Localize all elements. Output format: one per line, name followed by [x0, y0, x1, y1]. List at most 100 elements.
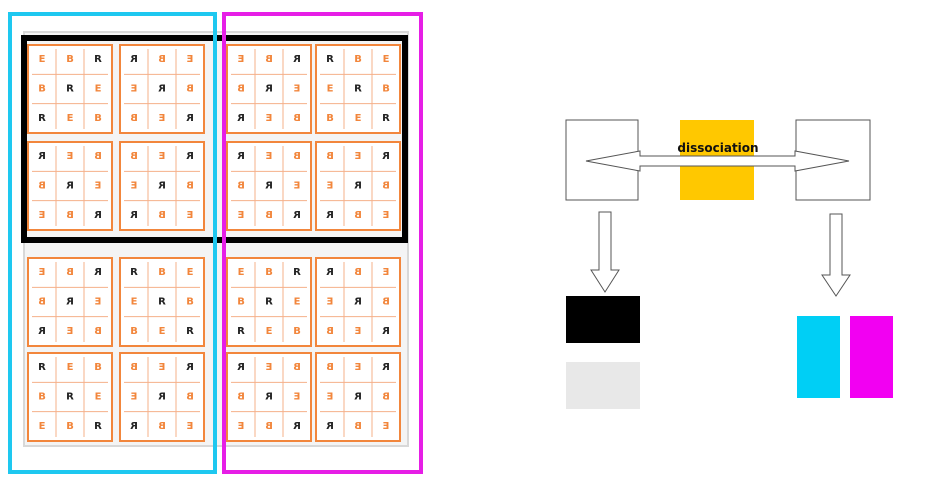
tile-letter: R [158, 84, 166, 95]
tile-letter: B [158, 267, 166, 278]
tile-letter: E [326, 297, 333, 308]
tile-letter: E [326, 181, 333, 192]
tile-letter: B [158, 421, 166, 432]
tile-letter: E [38, 210, 45, 221]
tile-letter: E [94, 297, 101, 308]
tile-letter: E [265, 362, 272, 373]
tile-letter: E [382, 421, 389, 432]
tile-letter: B [326, 151, 334, 162]
tile-letter: B [265, 210, 273, 221]
tile-frame [226, 257, 312, 347]
tile-frame [27, 352, 113, 442]
tile-letter: R [265, 392, 273, 403]
tile-letter: B [186, 392, 194, 403]
tile-letter: E [327, 84, 334, 95]
tile-letter: B [326, 113, 334, 124]
tile-letter: R [237, 326, 245, 337]
tile-letter: B [354, 210, 362, 221]
tile-letter: R [130, 421, 138, 432]
tile-letter: R [293, 54, 301, 65]
tile-frame [119, 352, 205, 442]
tile-letter: B [293, 326, 301, 337]
tile-letter: B [186, 181, 194, 192]
tile-letter: R [186, 151, 194, 162]
tile-letter: E [238, 267, 245, 278]
tile-letter: E [130, 84, 137, 95]
tile-letter: B [94, 362, 102, 373]
tile-letter: E [355, 113, 362, 124]
tile-frame [119, 141, 205, 231]
tile-letter: B [130, 151, 138, 162]
tile-letter: E [237, 54, 244, 65]
tile-letter: B [237, 84, 245, 95]
tile-letter: R [326, 421, 334, 432]
right-column-magenta-frame [222, 12, 423, 474]
tile-letter: E [66, 326, 73, 337]
tile-letter: B [354, 54, 362, 65]
left-column-cyan-frame [8, 12, 217, 474]
tile-letter: R [186, 326, 194, 337]
tile-letter: B [94, 151, 102, 162]
tile-letter: E [265, 113, 272, 124]
tile-letter: R [38, 113, 46, 124]
tile-letter: B [382, 297, 390, 308]
magenta-swatch [850, 316, 893, 398]
tile-letter: B [66, 267, 74, 278]
tile-frame [119, 257, 205, 347]
tile-letter: R [382, 326, 390, 337]
tile-letter: E [130, 181, 137, 192]
tile-letter: B [94, 326, 102, 337]
tiles-group: E B R B R E R E B R B E E R B B E R E B R B R E R E B R B E E R B B E R R E B B… [27, 44, 401, 442]
tile-letter: B [293, 151, 301, 162]
tile-letter: E [95, 392, 102, 403]
tile-letter: B [293, 362, 301, 373]
tile-letter: E [159, 326, 166, 337]
tile-letter: B [293, 113, 301, 124]
tile-letter: E [383, 54, 390, 65]
tile-letter: R [382, 362, 390, 373]
tile-letter: R [38, 326, 46, 337]
tile-letter: E [39, 421, 46, 432]
tile-letter: B [38, 181, 46, 192]
tile-letter: E [237, 421, 244, 432]
tile-letter: R [66, 392, 74, 403]
tile-letter: R [158, 297, 166, 308]
tile-letter: B [237, 392, 245, 403]
tile-letter: B [66, 54, 74, 65]
tile-letter: R [130, 267, 138, 278]
tile-frame [27, 141, 113, 231]
tile-letter: R [237, 151, 245, 162]
tile-letter: E [293, 181, 300, 192]
tile-frame [315, 352, 401, 442]
tile-letter: R [158, 392, 166, 403]
tile-letter: R [326, 210, 334, 221]
tile-letter: R [237, 362, 245, 373]
tile-letter: R [66, 84, 74, 95]
tile-letter: R [382, 151, 390, 162]
tile-letter: E [187, 267, 194, 278]
tile-letter: R [66, 297, 74, 308]
tile-letter: E [158, 151, 165, 162]
tile-letter: R [130, 210, 138, 221]
tile-letter: B [158, 54, 166, 65]
light-gray-swatch [566, 362, 640, 409]
dissociation-label: dissociation [677, 141, 758, 155]
tile-letter: R [66, 181, 74, 192]
tile-letter: B [38, 84, 46, 95]
tile-letter: R [326, 267, 334, 278]
tile-letter: B [265, 267, 273, 278]
tile-letter: R [94, 210, 102, 221]
tile-letter: R [265, 297, 273, 308]
tile-letter: E [293, 392, 300, 403]
tile-letter: R [94, 421, 102, 432]
tile-letter: E [186, 210, 193, 221]
tile-letter: E [266, 326, 273, 337]
tile-frame [27, 257, 113, 347]
tile-letter: B [265, 54, 273, 65]
